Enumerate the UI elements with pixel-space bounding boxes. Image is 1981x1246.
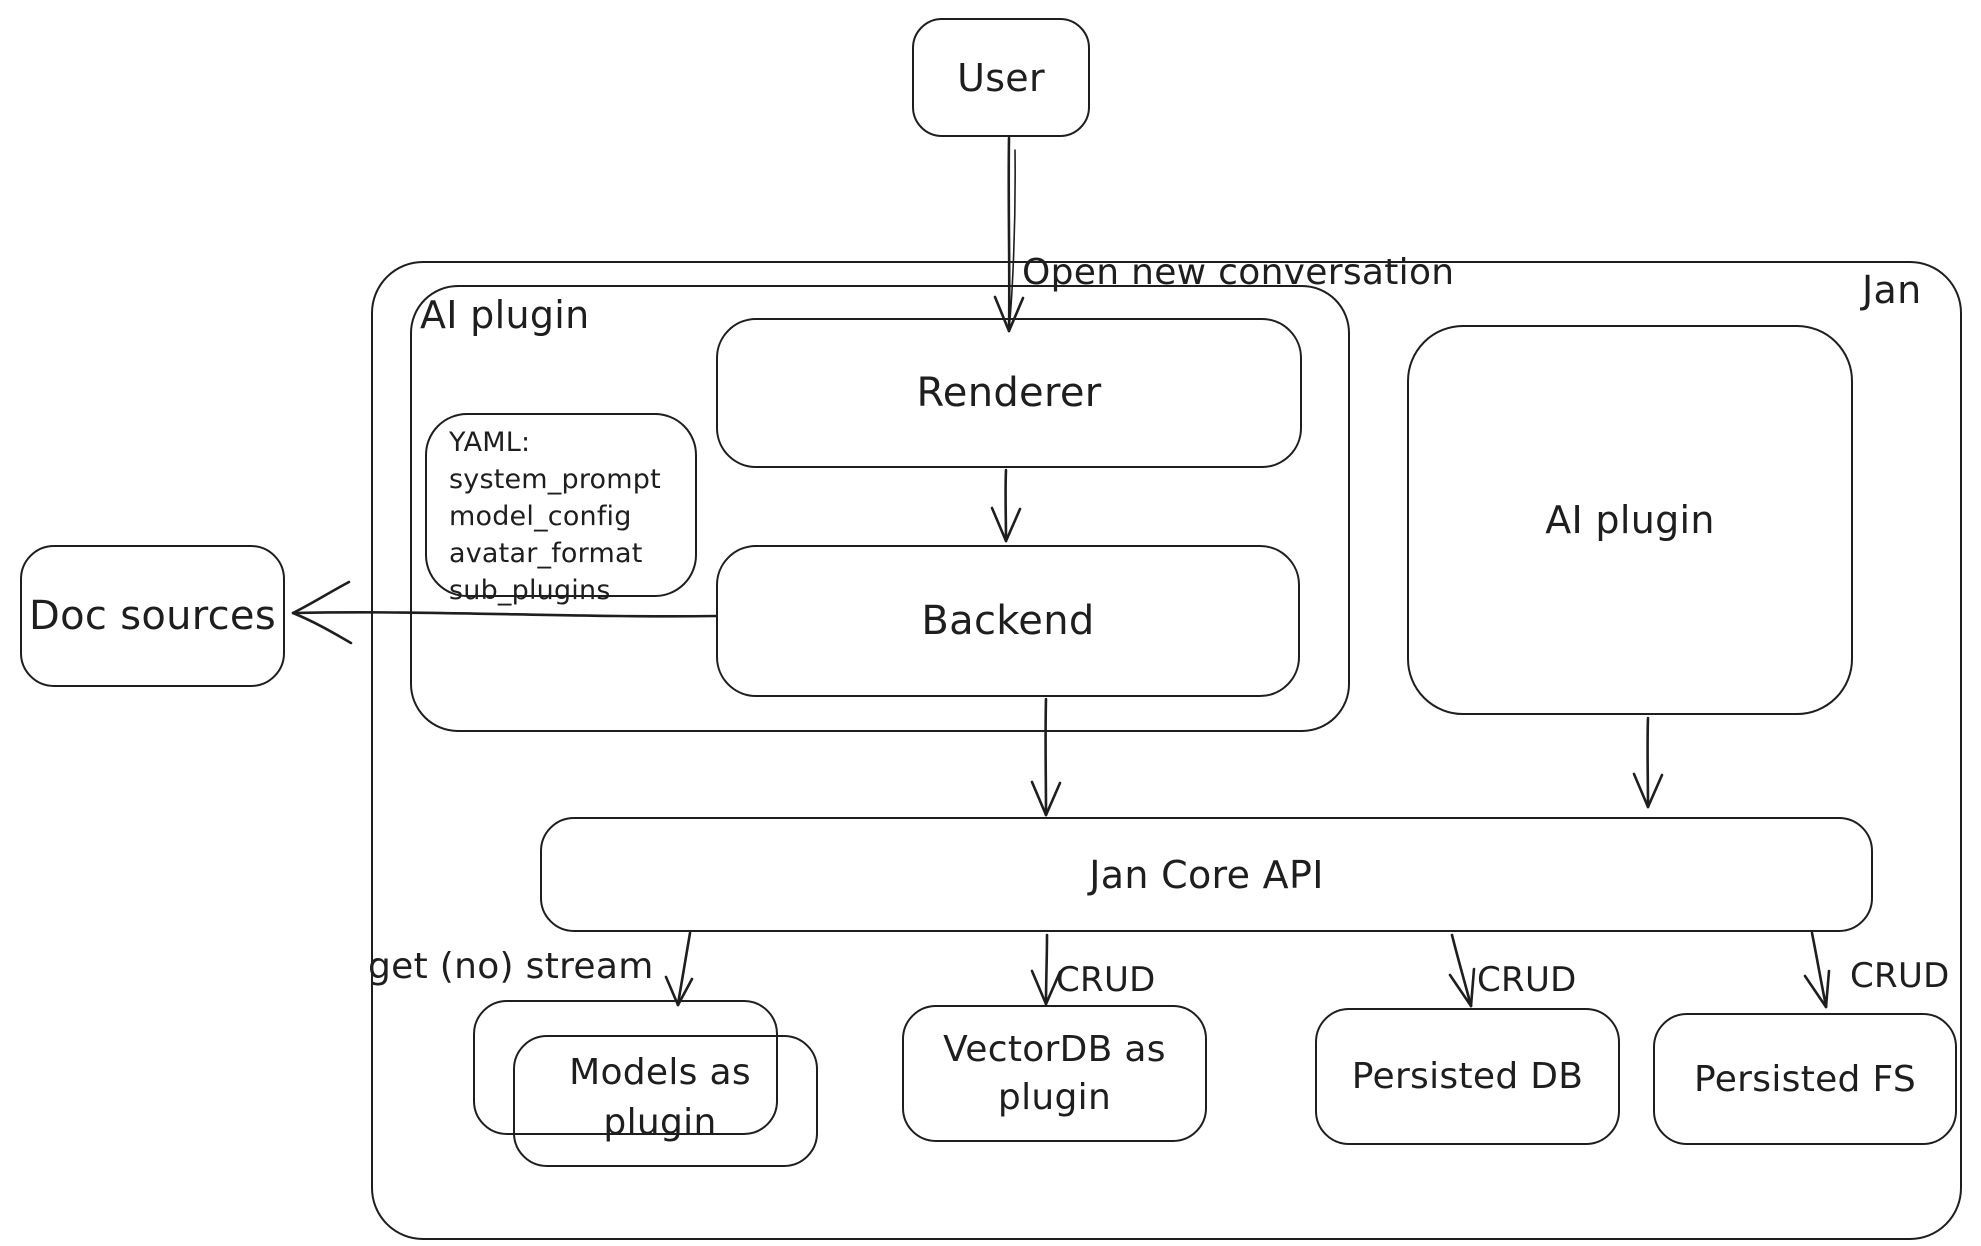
vectordb-node-label: VectorDB as plugin [943,1028,1166,1118]
jan-container [371,261,1962,1240]
ai-plugin-container-label: AI plugin [420,293,590,337]
jan-core-api-label: Jan Core API [1089,852,1324,897]
jan-core-api-node: Jan Core API [540,817,1873,932]
yaml-line: system_prompt [449,464,661,495]
persisted-fs-node-label: Persisted FS [1694,1058,1916,1100]
backend-node: Backend [716,545,1300,697]
persisted-db-node-label: Persisted DB [1351,1056,1584,1097]
backend-node-label: Backend [921,598,1095,644]
ai-plugin-container [410,285,1350,732]
yaml-line: avatar_format [449,538,643,569]
yaml-note-box [425,413,697,597]
models-front-box [513,1035,818,1167]
crud-label-vectordb: CRUD [1056,960,1156,1000]
yaml-line: YAML: [449,427,531,458]
persisted-fs-node: Persisted FS [1653,1013,1957,1145]
vectordb-node: VectorDB as plugin [902,1005,1207,1142]
yaml-line: sub_plugins [449,575,611,606]
yaml-note-text: YAML: system_prompt model_config avatar_… [449,424,661,609]
doc-sources-node-label: Doc sources [29,593,276,639]
get-stream-label: get (no) stream [368,946,654,987]
jan-container-label: Jan [1862,268,1922,312]
yaml-line: model_config [449,501,632,532]
persisted-db-node: Persisted DB [1315,1008,1620,1145]
user-node: User [912,18,1090,137]
ai-plugin-node-label: AI plugin [1545,498,1715,542]
models-label: Models as plugin [569,1052,751,1143]
doc-sources-node: Doc sources [20,545,285,687]
renderer-node-label: Renderer [916,370,1102,416]
ai-plugin-node: AI plugin [1407,325,1853,715]
crud-label-persisted-fs: CRUD [1850,956,1950,996]
crud-label-persisted-db: CRUD [1477,960,1577,1000]
renderer-node: Renderer [716,318,1302,468]
user-node-label: User [957,55,1045,100]
user-action-line1: Open new conversation [1022,252,1455,293]
